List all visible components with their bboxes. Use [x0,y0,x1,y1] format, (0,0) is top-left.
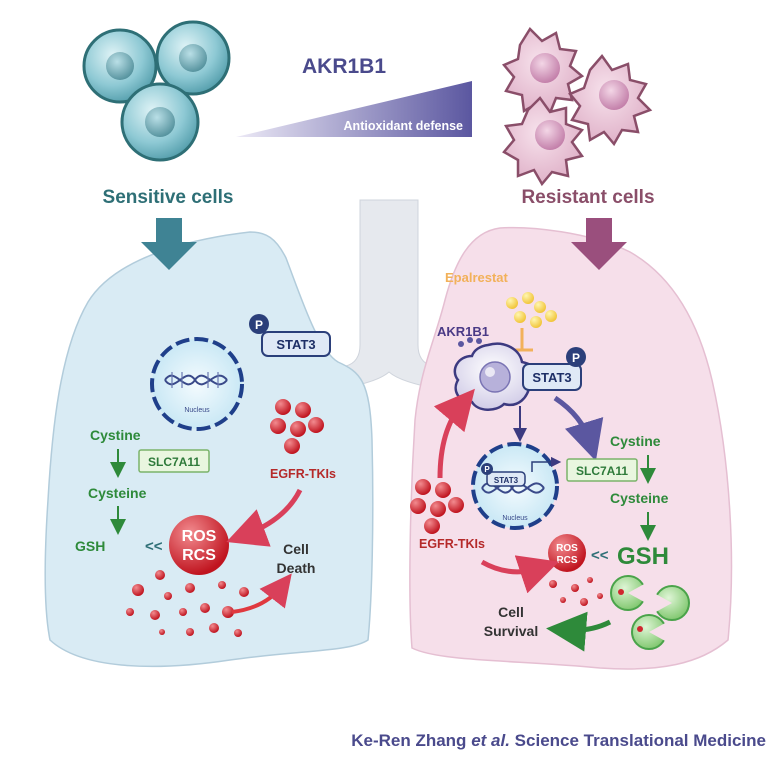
right-drug-to-ros-arrow [480,555,559,594]
right-phospho-label: P [572,351,580,365]
left-cystine-label: Cystine [90,427,141,443]
gsh-scavengers [610,575,690,650]
citation-etal: et al. [471,731,510,750]
nucleus-phospho-label: P [484,465,490,474]
survival-arrow [546,611,612,652]
left-cell-label: Cell [283,541,309,557]
right-egfr-tkis-label: EGFR-TKIs [419,537,485,551]
drug-to-akr1b1-arrow [433,388,475,479]
left-cysteine-label: Cysteine [88,485,147,501]
resistant-cells-title: Resistant cells [521,187,654,208]
right-slc7a11-box [566,458,638,482]
left-phospho-stat3 [249,314,331,357]
citation-journal: Science Translational Medicine [515,731,766,750]
right-nucleus-label: Nucleus [502,515,528,522]
left-death-arrow [231,573,292,614]
citation: Ke-Ren Zhang et al. Science Translationa… [351,731,766,750]
left-nucleus [150,337,244,431]
left-slc7a11-label: SLC7A11 [148,455,200,469]
left-down-arrow [141,218,197,270]
left-ros-rcs-sphere [169,515,229,575]
left-less-than: << [145,538,163,555]
resistant-cell-cluster [501,27,653,187]
trachea [317,199,461,393]
right-less-than: << [591,547,609,564]
left-drug-to-ros-arrow [226,488,303,547]
right-slc7a11-label: SLC7A11 [576,464,628,478]
akr1b1-cell-label: AKR1B1 [437,324,489,339]
sensitive-cell-cluster [82,20,231,162]
stat3-to-slc7a11-arrow [553,395,604,462]
akr1b1-gradient: AKR1B1 Antioxidant defense [236,55,472,137]
left-stat3-label: STAT3 [276,337,315,352]
epalrestat-label: Epalrestat [445,270,509,285]
right-phospho-stat3 [522,347,586,391]
right-nucleus [471,442,562,530]
right-cysteine-label: Cysteine [610,490,669,506]
right-cell-label: Cell [498,604,524,620]
right-down-arrow [571,218,627,270]
sensitive-cells-title: Sensitive cells [103,187,234,208]
left-gsh-label: GSH [75,538,105,554]
right-survival-label: Survival [484,623,538,639]
right-stat3-label: STAT3 [532,370,571,385]
left-nucleus-label: Nucleus [184,407,210,414]
left-slc7a11-box [138,449,210,473]
left-rcs-label: RCS [182,547,216,564]
akr1b1-header-label: AKR1B1 [302,55,386,78]
right-egfr-tki-particles [410,479,464,534]
left-phospho-label: P [255,318,263,332]
right-ros-label: ROS [556,543,578,554]
right-cystine-label: Cystine [610,433,661,449]
akr1b1-cell [453,337,541,411]
right-gsh-label: GSH [617,543,669,570]
citation-author: Ke-Ren Zhang [351,731,466,750]
left-lung [44,231,374,668]
left-egfr-tkis-label: EGFR-TKIs [270,467,336,481]
left-egfr-tki-particles [270,399,324,454]
left-ros-label: ROS [182,528,217,545]
epalrestat-particles [506,292,557,328]
right-rcs-label: RCS [556,555,577,566]
left-ros-particles [126,570,249,637]
nucleus-stat3-label: STAT3 [494,476,519,485]
antioxidant-defense-label: Antioxidant defense [344,119,464,133]
left-death-label: Death [277,560,316,576]
